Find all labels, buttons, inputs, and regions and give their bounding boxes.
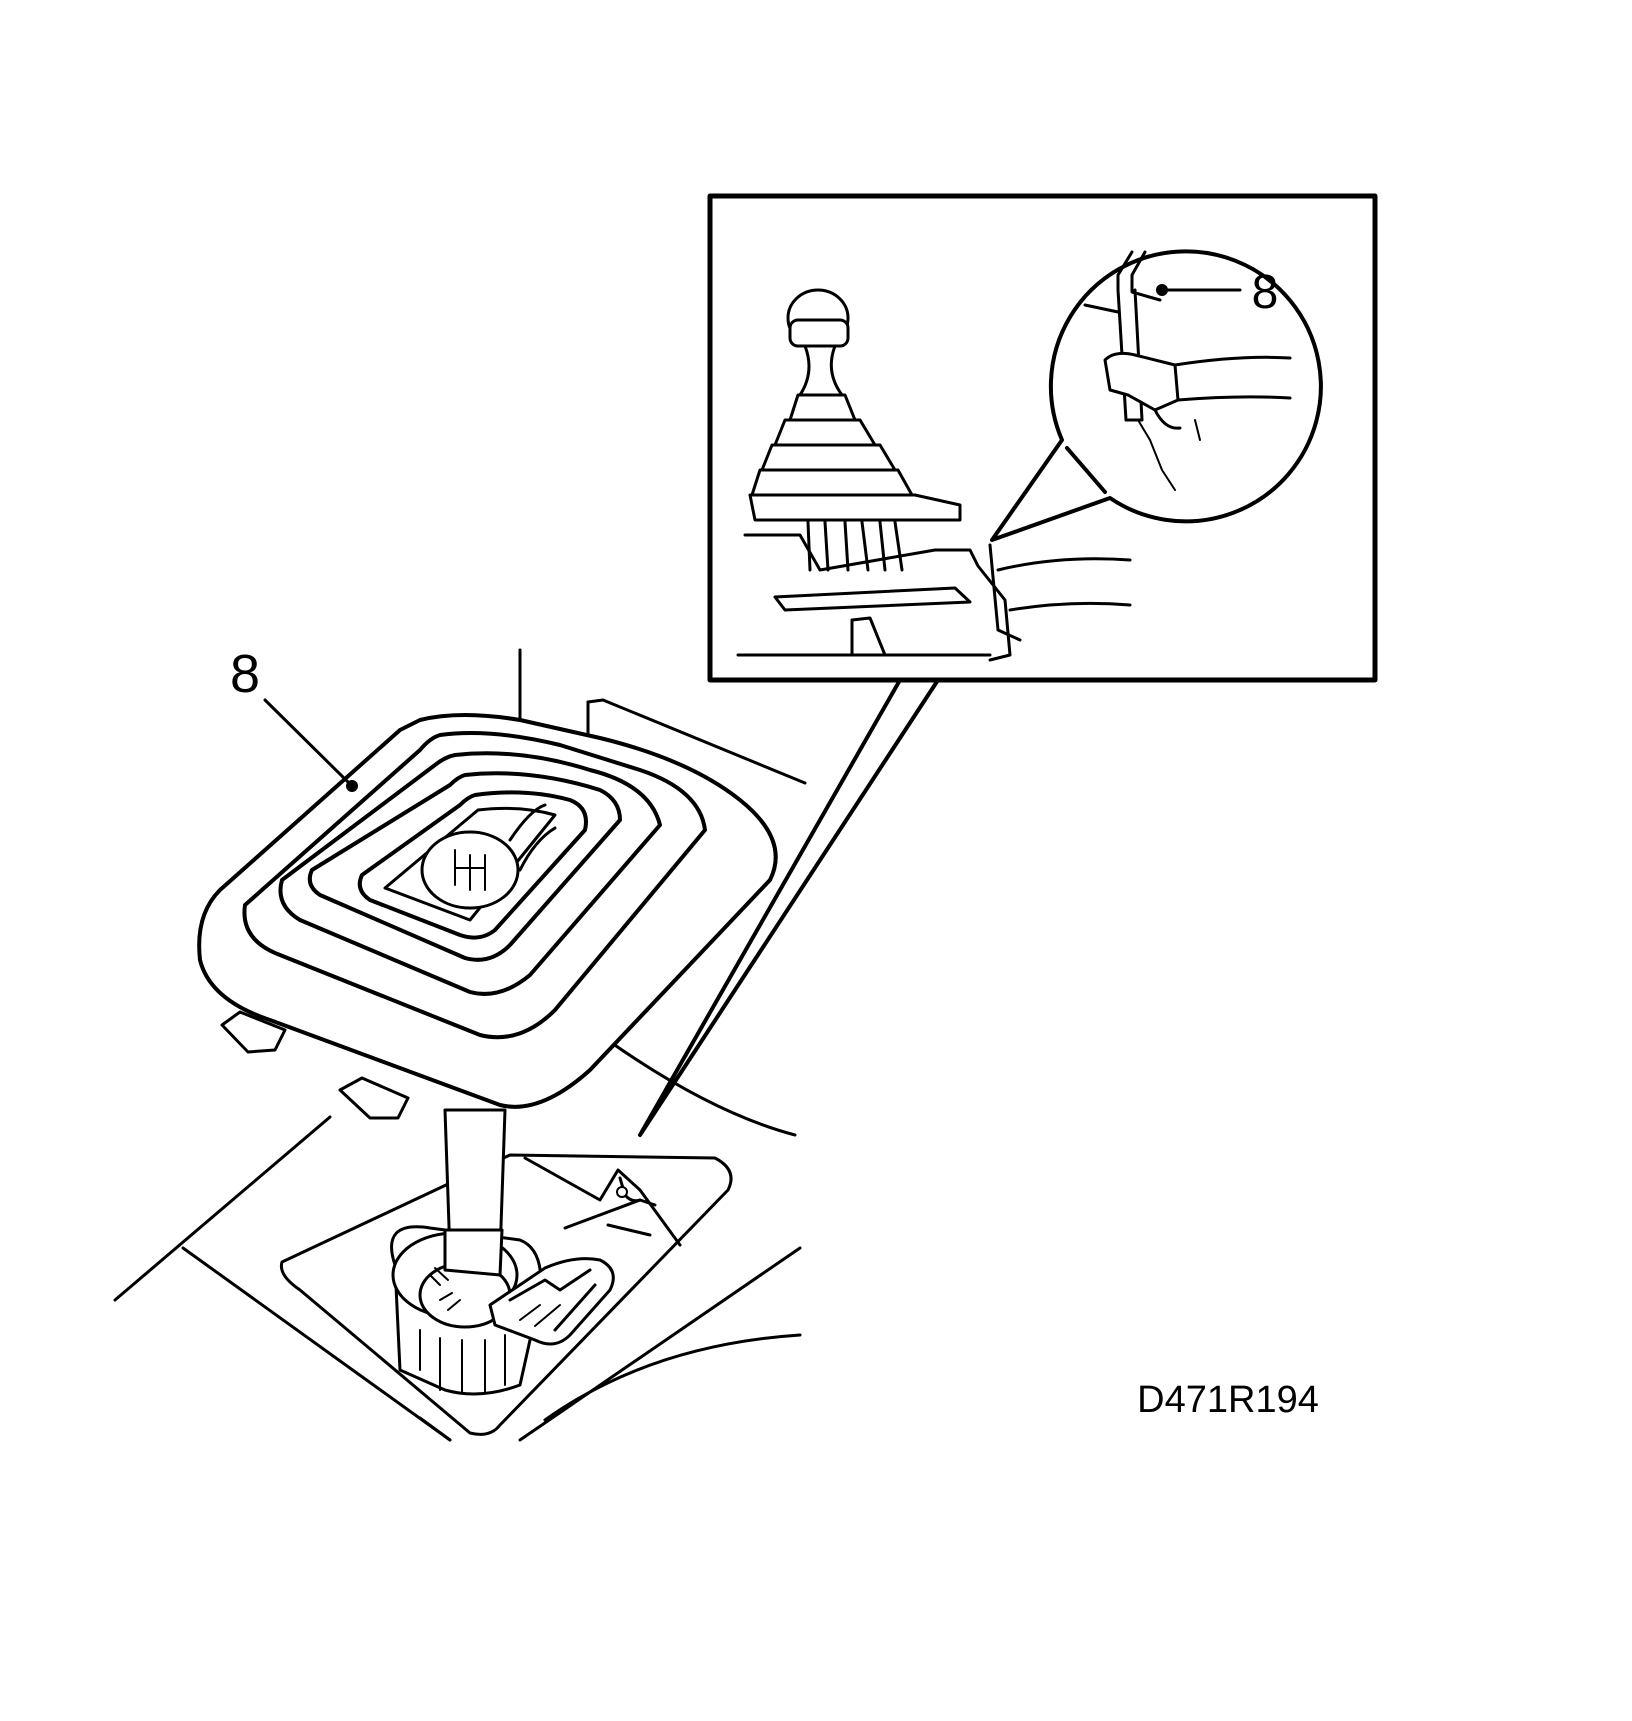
inset-magnifier <box>990 249 1323 542</box>
gear-lever-gaiter <box>197 713 778 1120</box>
inset-callout-label: 8 <box>1252 266 1279 319</box>
detail-inset: 8 <box>638 193 1378 1137</box>
inset-gear-lever <box>736 288 1132 662</box>
main-callout-label: 8 <box>230 644 260 704</box>
figure-reference-id: D471R194 <box>1137 1379 1319 1421</box>
inset-callout: 8 <box>1156 266 1278 319</box>
main-callout: 8 <box>230 644 358 792</box>
gear-lever-base <box>390 1108 615 1396</box>
